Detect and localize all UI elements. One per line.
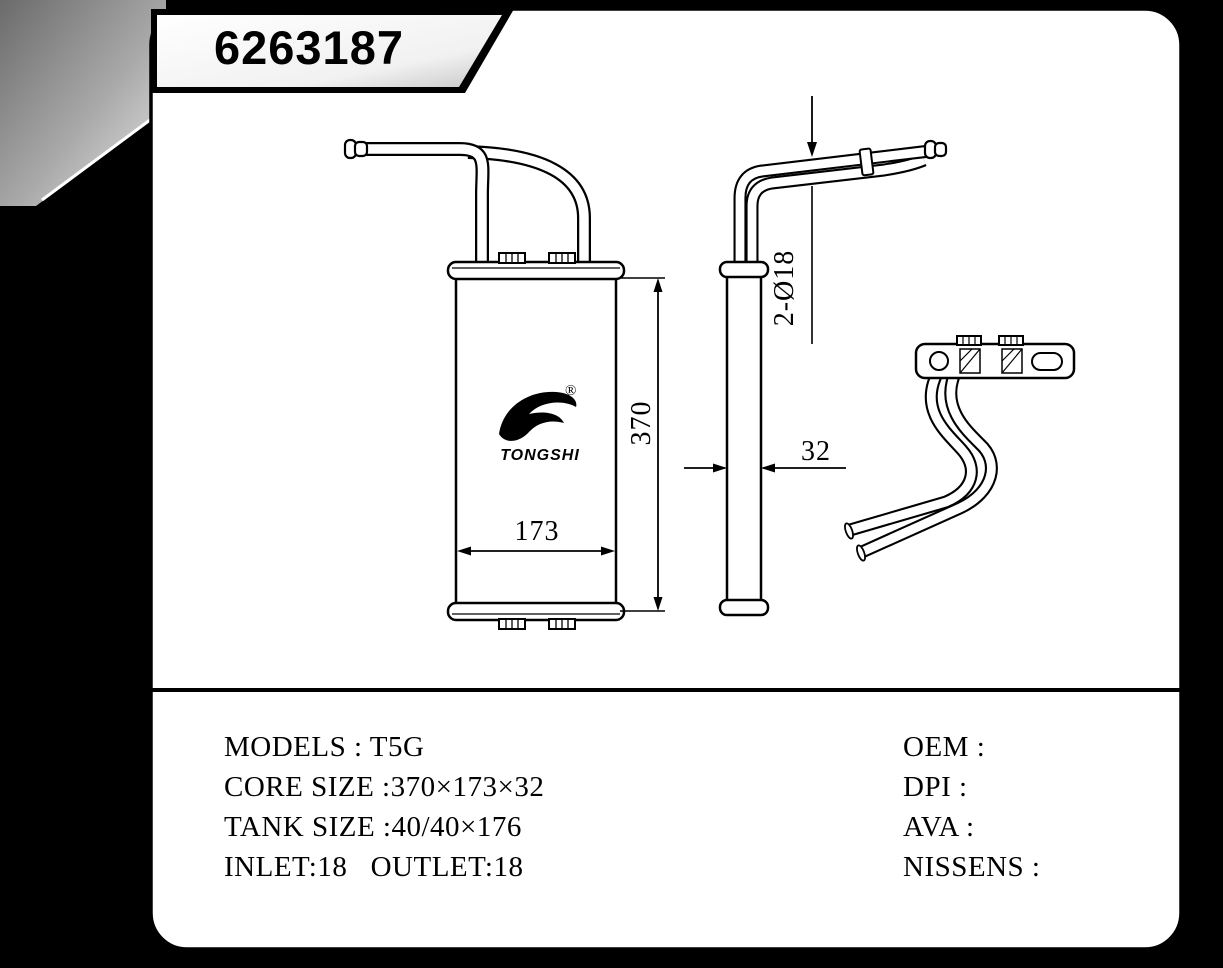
rear-tank-slot [1031, 352, 1063, 371]
dimension-core-depth: 32 [801, 436, 831, 467]
bottom-tank [446, 601, 626, 622]
rear-tank [914, 342, 1076, 380]
spec-oem-line: OEM : [903, 731, 986, 763]
rear-pipe-outer-bore [860, 374, 996, 557]
side-pipe-upper-bore [735, 146, 931, 268]
rear-tank-port [929, 351, 949, 371]
core-body-side [725, 273, 763, 607]
part-number-banner [157, 15, 502, 87]
front-pipe-right-bore [467, 147, 589, 270]
spec-tank-size-line: TANK SIZE :40/40×176 [224, 811, 522, 843]
core-body-front [454, 275, 618, 613]
pipe-open-end-2 [856, 544, 866, 562]
rear-tank-fittings [956, 335, 1024, 346]
dimension-370-lines [620, 277, 665, 612]
top-tank [446, 260, 626, 281]
front-view [343, 138, 665, 630]
part-number: 6263187 [214, 21, 404, 74]
pipe-nipple-side-collar [933, 141, 948, 158]
spec-core-size-line: CORE SIZE :370×173×32 [224, 771, 545, 803]
side-top-cap [718, 260, 770, 279]
side-bottom-cap [718, 598, 770, 617]
pipe-bracket [858, 147, 875, 177]
dimension-core-width: 173 [514, 516, 560, 547]
brand-name: TONGSHI [500, 447, 580, 464]
corner-highlight-line [41, 112, 159, 202]
spec-inlet-outlet-line: INLET:18 OUTLET:18 [224, 851, 524, 883]
spec-models-line: MODELS : T5G [224, 731, 425, 763]
rear-tank-hatch [959, 348, 1023, 374]
side-pipe-lower-bore [747, 155, 926, 268]
spec-nissens-line: NISSENS : [903, 851, 1041, 883]
spec-dpi-line: DPI : [903, 771, 968, 803]
spec-ava-line: AVA : [903, 811, 975, 843]
registered-trademark-icon: ® [565, 383, 577, 399]
bottom-tank-fittings [498, 618, 576, 630]
dimension-32-lines [684, 463, 846, 473]
front-pipe-left-bore [364, 144, 488, 270]
pipe-diameter-leader [807, 96, 817, 344]
tongshi-logo-mark [499, 391, 577, 441]
pipe-open-end-1 [844, 522, 854, 540]
pipe-nipple-front-collar [353, 140, 369, 158]
dimension-pipe-diameter: 2-Ø18 [769, 249, 800, 327]
rear-pipe-inner-bore [848, 374, 976, 535]
side-view [684, 96, 948, 617]
corner-gradient-decoration [0, 0, 166, 206]
spec-column-right: OEM : DPI : AVA : NISSENS : [903, 727, 1040, 887]
dimension-core-height: 370 [626, 400, 657, 446]
spec-column-left: MODELS : T5G CORE SIZE :370×173×32 TANK … [224, 727, 544, 887]
dimension-173-lines [457, 546, 615, 556]
sheet-background [149, 7, 1183, 951]
top-tank-fittings [498, 252, 576, 264]
rear-pipe-view [844, 335, 1076, 562]
